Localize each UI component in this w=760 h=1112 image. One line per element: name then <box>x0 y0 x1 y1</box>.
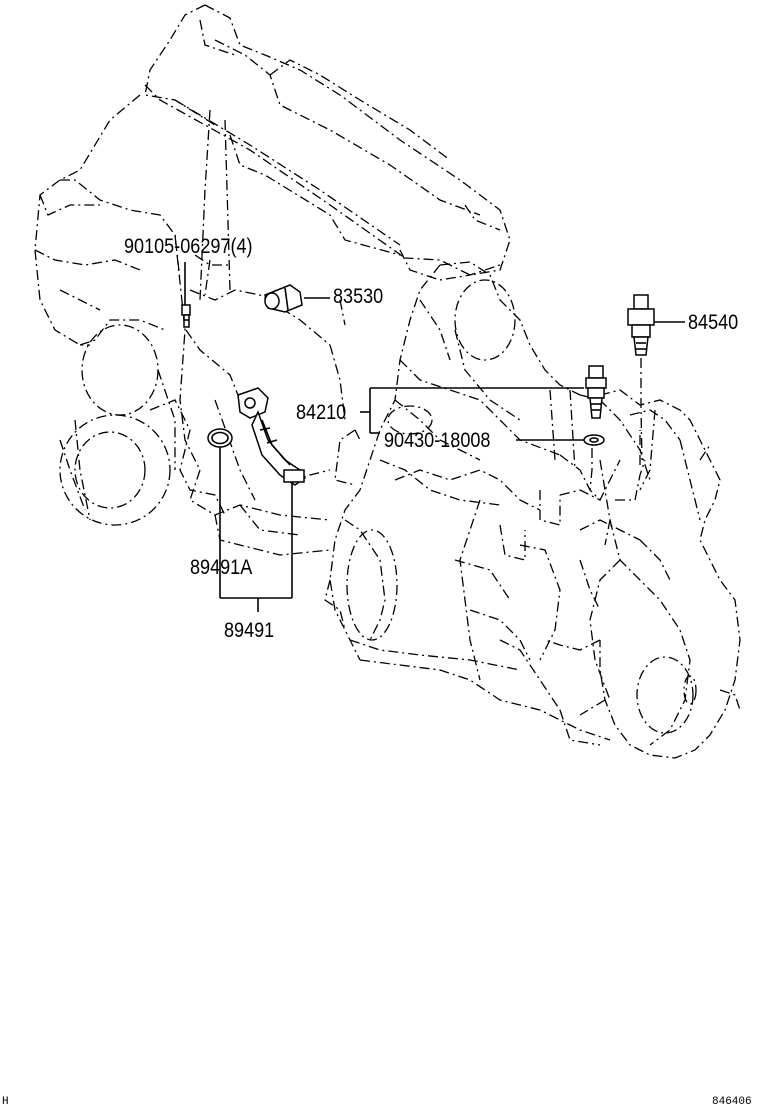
transaxle-outline <box>324 261 741 759</box>
leader-lines <box>184 262 685 612</box>
label-83530: 83530 <box>333 285 384 308</box>
engine-outline <box>34 4 511 556</box>
sensor-assy-89491[interactable] <box>237 387 307 486</box>
sensor-84540[interactable] <box>627 294 655 356</box>
label-84540: 84540 <box>688 311 739 334</box>
alignment-lines <box>185 329 643 491</box>
bolt-90105-06297[interactable] <box>181 304 191 328</box>
label-84210: 84210 <box>296 401 347 424</box>
label-89491: 89491 <box>224 619 275 642</box>
page-mark-left: H <box>2 1096 9 1108</box>
ring-89491A[interactable] <box>207 428 233 448</box>
figure-code: 846406 <box>712 1096 752 1108</box>
label-90105-06297: 90105-06297(4) <box>124 235 253 258</box>
gasket-90430-18008[interactable] <box>583 434 605 446</box>
sensor-83530[interactable] <box>264 284 303 313</box>
label-89491A: 89491A <box>190 556 253 579</box>
label-90430-18008: 90430-18008 <box>384 429 491 452</box>
switch-84210[interactable] <box>585 365 607 419</box>
